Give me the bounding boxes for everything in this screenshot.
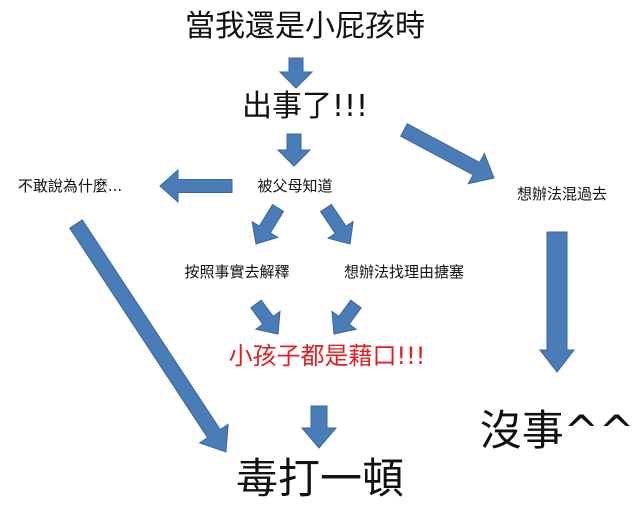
node-trouble: 出事了!!! xyxy=(241,89,369,124)
node-make-excuse: 想辦法找理由搪塞 xyxy=(343,263,465,281)
node-no-problem: 沒事^^ xyxy=(479,406,635,455)
node-tell-truth: 按照事實去解釋 xyxy=(184,263,290,281)
arrow-dare-not-say-to-beaten xyxy=(69,219,229,453)
node-find-way: 想辦法混過去 xyxy=(516,185,608,203)
arrow-kids-excuses-to-beaten xyxy=(300,405,338,449)
arrow-parents-know-to-make-excuse xyxy=(319,203,354,245)
arrow-title-to-trouble xyxy=(278,57,314,89)
arrow-parents-know-to-dare-not-say xyxy=(159,168,233,204)
node-parents-know: 被父母知道 xyxy=(257,177,333,195)
arrow-make-excuse-to-kids-excuses xyxy=(331,299,362,335)
node-beaten: 毒打一頓 xyxy=(235,454,405,503)
arrow-find-way-to-no-problem xyxy=(538,231,576,373)
node-title: 當我還是小屁孩時 xyxy=(185,9,425,44)
node-kids-excuses: 小孩子都是藉口!!! xyxy=(228,342,426,370)
arrow-parents-know-to-tell-truth xyxy=(251,203,285,245)
arrow-trouble-to-parents-know xyxy=(276,133,312,167)
node-dare-not-say: 不敢說為什麼... xyxy=(17,177,123,195)
arrow-tell-truth-to-kids-excuses xyxy=(250,299,281,335)
arrow-trouble-to-find-way xyxy=(400,123,495,185)
